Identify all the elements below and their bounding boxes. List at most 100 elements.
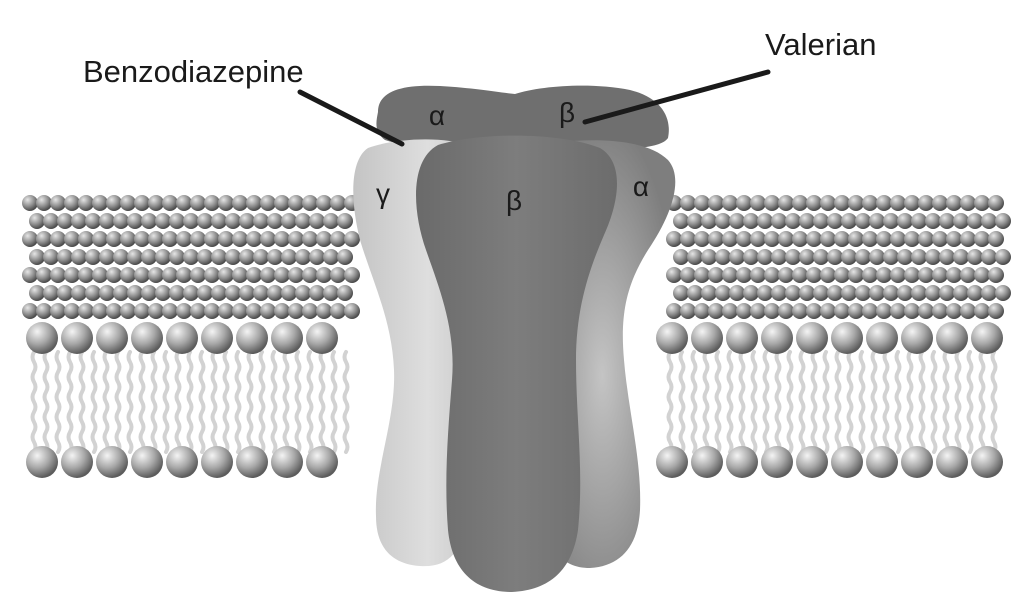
- lipid-head: [236, 446, 268, 478]
- lipid-head-small: [918, 267, 934, 283]
- lipid-head-small: [855, 285, 871, 301]
- lipid-head-small: [218, 231, 234, 247]
- right-alpha-label: α: [633, 171, 649, 202]
- lipid-head-small: [855, 249, 871, 265]
- lipid-head-small: [295, 285, 311, 301]
- benzodiazepine-label: Benzodiazepine: [83, 54, 304, 89]
- lipid-head-small: [715, 249, 731, 265]
- lipid-head-small: [813, 213, 829, 229]
- lipid-head-small: [862, 195, 878, 211]
- lipid-head-small: [225, 213, 241, 229]
- lipid-head-small: [246, 231, 262, 247]
- lipid-head-small: [113, 213, 129, 229]
- lipid-head-small: [869, 285, 885, 301]
- lipid-head-small: [701, 213, 717, 229]
- lipid-head-small: [876, 195, 892, 211]
- lipid-head-small: [792, 267, 808, 283]
- lipid-head-small: [918, 195, 934, 211]
- lipid-head-small: [50, 267, 66, 283]
- lipid-head-small: [183, 249, 199, 265]
- lipid-head-small: [218, 195, 234, 211]
- lipid-head-small: [50, 231, 66, 247]
- lipid-head-small: [680, 303, 696, 319]
- lipid-head-small: [134, 195, 150, 211]
- lipid-tails: [30, 350, 998, 454]
- lipid-head-small: [848, 195, 864, 211]
- lipid-head-small: [967, 285, 983, 301]
- lipid-head-small: [22, 231, 38, 247]
- lipid-head-small: [988, 267, 1004, 283]
- lipid-head-small: [43, 249, 59, 265]
- lipid-tail: [894, 350, 902, 454]
- lipid-head-small: [939, 285, 955, 301]
- lipid-head-small: [869, 213, 885, 229]
- lipid-head-small: [918, 303, 934, 319]
- lipid-tail: [222, 350, 230, 454]
- lipid-head-small: [750, 303, 766, 319]
- lipid-head: [271, 322, 303, 354]
- lipid-head-small: [141, 249, 157, 265]
- lipid-head-small: [148, 303, 164, 319]
- lipid-head-small: [330, 195, 346, 211]
- lipid-tail: [750, 350, 758, 454]
- lipid-head-small: [722, 267, 738, 283]
- lipid-head-small: [169, 249, 185, 265]
- lipid-head-small: [302, 267, 318, 283]
- lipid-head: [726, 446, 758, 478]
- lipid-head-small: [806, 267, 822, 283]
- lipid-head-small: [820, 231, 836, 247]
- lipid-head-small: [239, 213, 255, 229]
- lipid-head-small: [834, 303, 850, 319]
- lipid-head-small: [316, 195, 332, 211]
- lipid-head-small: [743, 249, 759, 265]
- lipid-head-small: [99, 285, 115, 301]
- lipid-head-small: [106, 195, 122, 211]
- lipid-tail: [918, 350, 926, 454]
- lipid-tail: [330, 350, 338, 454]
- lipid-head-small: [288, 231, 304, 247]
- lipid-tail: [126, 350, 134, 454]
- lipid-head-small: [911, 213, 927, 229]
- lipid-head-small: [337, 213, 353, 229]
- lipid-head-small: [967, 213, 983, 229]
- lipid-head-small: [162, 303, 178, 319]
- lipid-tail: [846, 350, 854, 454]
- lipid-tail: [246, 350, 254, 454]
- lipid-tail: [282, 350, 290, 454]
- lipid-head: [306, 446, 338, 478]
- lipid-head-small: [820, 195, 836, 211]
- lipid-head-small: [267, 285, 283, 301]
- lipid-head: [936, 322, 968, 354]
- lipid-head-small: [36, 195, 52, 211]
- lipid-head-small: [785, 285, 801, 301]
- lipid-head: [26, 446, 58, 478]
- lipid-head: [306, 322, 338, 354]
- lipid-head-small: [743, 213, 759, 229]
- lipid-head-small: [897, 285, 913, 301]
- lipid-head-small: [197, 213, 213, 229]
- lipid-head-small: [57, 285, 73, 301]
- lipid-head-small: [316, 267, 332, 283]
- lipid-bilayer: [22, 195, 1011, 478]
- lipid-head-small: [708, 195, 724, 211]
- lipid-head-small: [323, 285, 339, 301]
- lipid-tail: [726, 350, 734, 454]
- lipid-tail: [42, 350, 50, 454]
- lipid-head-small: [71, 285, 87, 301]
- lipid-tail: [294, 350, 302, 454]
- lipid-head: [61, 446, 93, 478]
- lipid-head-small: [750, 231, 766, 247]
- lipid-head-small: [939, 249, 955, 265]
- lipid-tail: [870, 350, 878, 454]
- lipid-head-small: [29, 213, 45, 229]
- lipid-head-small: [36, 303, 52, 319]
- lipid-head-small: [260, 195, 276, 211]
- lipid-head-small: [974, 231, 990, 247]
- lipid-head-small: [50, 303, 66, 319]
- lipid-head-small: [267, 213, 283, 229]
- lipid-head-small: [155, 213, 171, 229]
- lipid-head: [901, 446, 933, 478]
- lipid-head-small: [827, 249, 843, 265]
- lipid-head-small: [995, 249, 1011, 265]
- lipid-head: [26, 322, 58, 354]
